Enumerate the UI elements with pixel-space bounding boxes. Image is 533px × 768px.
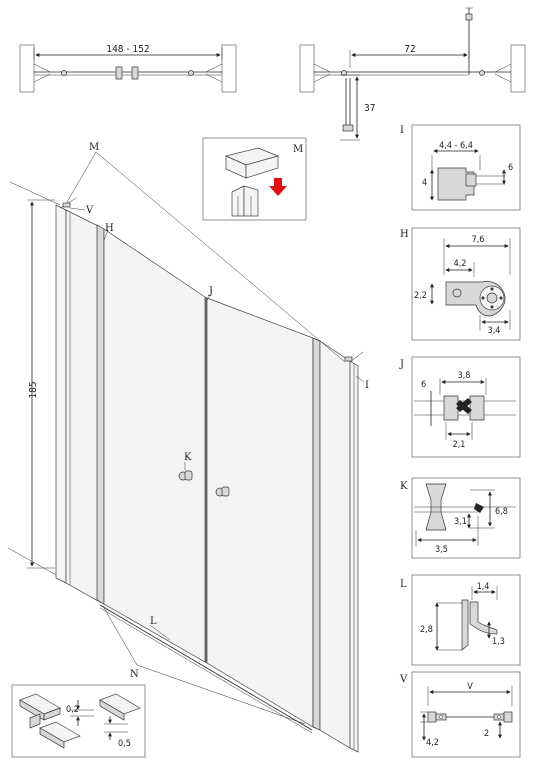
callout-L: L bbox=[150, 616, 157, 627]
detail-I-dim-width: 4,4 - 6,4 bbox=[439, 141, 473, 151]
callout-H: H bbox=[105, 223, 114, 234]
left-wall-right-view bbox=[299, 44, 315, 93]
detail-M-label: M bbox=[293, 144, 303, 155]
detail-J: J 3,8 6 2,1 bbox=[399, 356, 521, 458]
callout-N: N bbox=[130, 669, 139, 680]
callout-J: J bbox=[208, 286, 213, 297]
left-wall bbox=[19, 44, 35, 93]
top-right-depth-dimension: 37 bbox=[364, 103, 375, 114]
detail-V-label: V bbox=[399, 674, 408, 685]
detail-L-label: L bbox=[400, 579, 407, 590]
detail-K: K 6,8 3,1 3,5 bbox=[400, 477, 521, 559]
detail-V-dim-length: V bbox=[467, 682, 473, 692]
detail-K-label: K bbox=[400, 481, 408, 492]
callout-K: K bbox=[184, 452, 192, 463]
detail-N-dim-top: 0,2 bbox=[66, 705, 79, 715]
left-hinge-profile bbox=[96, 224, 105, 605]
callout-I: I bbox=[365, 380, 369, 391]
detail-L-dim-width: 1,4 bbox=[477, 582, 490, 592]
detail-L-dim-seal: 1,3 bbox=[492, 637, 505, 647]
red-insert-arrow bbox=[269, 178, 287, 196]
right-wall-right-view bbox=[510, 44, 526, 93]
right-wall bbox=[221, 44, 237, 93]
right-door-knob bbox=[215, 486, 230, 497]
detail-H-label: H bbox=[400, 229, 409, 240]
detail-H-dim-height: 2,2 bbox=[414, 291, 427, 301]
top-right-width-dimension: 72 bbox=[404, 44, 415, 55]
top-left-width-dimension: 148 - 152 bbox=[106, 44, 149, 55]
right-fixed-panel bbox=[319, 340, 351, 749]
detail-V-dim-height: 4,2 bbox=[426, 738, 439, 748]
detail-H: H 7,6 4,2 2,2 3,4 bbox=[400, 227, 521, 341]
detail-J-dim-gap: 2,1 bbox=[453, 440, 466, 450]
left-door-panel bbox=[103, 228, 206, 663]
detail-V: V V 4,2 2 bbox=[399, 671, 521, 758]
detail-I-dim-glass: 6 bbox=[508, 163, 513, 173]
detail-H-dim-total: 7,6 bbox=[472, 235, 485, 245]
left-fixed-panel bbox=[65, 209, 101, 603]
detail-J-dim-glass: 6 bbox=[421, 380, 426, 390]
detail-N: 0,2 0,5 bbox=[11, 684, 146, 758]
left-door-knob bbox=[178, 470, 193, 481]
detail-I-label: I bbox=[400, 125, 404, 136]
detail-J-dim-width: 3,8 bbox=[458, 371, 471, 381]
detail-H-dim-offset: 4,2 bbox=[454, 259, 467, 269]
height-dimension: 185 bbox=[28, 381, 39, 398]
detail-M: M bbox=[202, 137, 307, 221]
callout-M: M bbox=[89, 142, 99, 153]
left-wall-profile bbox=[55, 204, 67, 584]
right-hinge-profile bbox=[312, 337, 321, 731]
detail-I-dim-height: 4 bbox=[422, 178, 427, 188]
detail-I: I 4,4 - 6,4 4 6 bbox=[400, 124, 521, 211]
detail-H-dim-hole: 3,4 bbox=[488, 326, 501, 336]
detail-L-dim-height: 2,8 bbox=[420, 625, 433, 635]
detail-V-dim-rod: 2 bbox=[484, 729, 489, 739]
main-isometric-view: 185 bbox=[7, 142, 369, 753]
detail-N-dim-bottom: 0,5 bbox=[118, 739, 131, 749]
top-left-plan-view: 148 - 152 bbox=[19, 44, 237, 93]
right-door-panel bbox=[206, 297, 314, 728]
top-right-plan-view: 72 37 bbox=[299, 7, 526, 141]
detail-K-dim-knob: 3,1 bbox=[454, 517, 467, 527]
callout-V: V bbox=[85, 205, 94, 216]
detail-K-dim-height: 6,8 bbox=[495, 507, 508, 517]
detail-K-dim-depth: 3,5 bbox=[435, 545, 448, 555]
detail-J-label: J bbox=[399, 359, 404, 370]
detail-L: L 1,4 2,8 1,3 bbox=[400, 574, 521, 666]
